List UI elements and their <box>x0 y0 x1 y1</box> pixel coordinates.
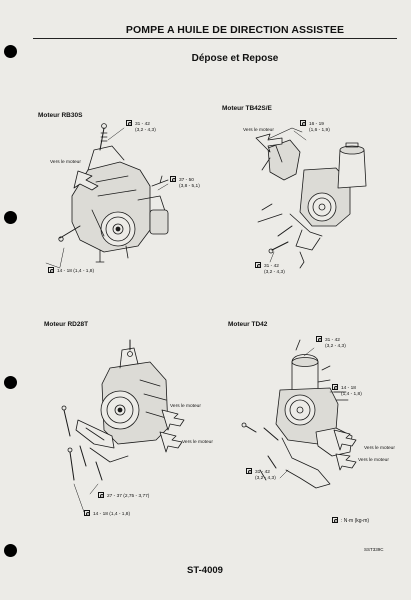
rd28t-direction-label-1: Vers le moteur <box>170 404 201 409</box>
td42-torque-2: 14 - 18 (1,4 - 1,8) <box>332 384 362 398</box>
page-title: POMPE A HUILE DE DIRECTION ASSISTEE <box>125 24 345 36</box>
torque-wrench-icon <box>332 517 339 524</box>
td42-direction-label-1: Vers le moteur <box>364 446 395 451</box>
rd28t-title: Moteur RD28T <box>44 321 89 328</box>
torque-legend: : N·m (kg-m) <box>332 517 369 524</box>
page-number: ST-4009 <box>187 565 223 576</box>
binder-hole <box>4 45 17 58</box>
rb30s-direction-label: Vers le moteur <box>50 160 81 165</box>
rb30s-torque-3: 14 - 18 (1,4 - 1,8) <box>48 267 94 275</box>
torque-wrench-icon <box>300 120 307 127</box>
binder-hole <box>4 211 17 224</box>
rd28t-torque-1: 27 - 37 (2,75 - 3,77) <box>98 492 149 500</box>
torque-wrench-icon <box>246 468 253 475</box>
torque-wrench-icon <box>255 262 262 269</box>
rb30s-torque-2: 37 - 50 (3,8 - 5,1) <box>170 176 200 190</box>
torque-wrench-icon <box>98 492 105 499</box>
binder-hole <box>4 544 17 557</box>
tb42s-pump-drawing <box>257 127 367 269</box>
binder-hole <box>4 376 17 389</box>
header-rule <box>33 38 397 39</box>
td42-torque-1: 31 - 42 (3,2 - 4,3) <box>316 336 346 350</box>
td42-torque-3: 31 - 42 (3,2 - 4,3) <box>246 468 276 482</box>
torque-wrench-icon <box>126 120 133 127</box>
tb42s-torque-1: 16 - 19 (1,6 - 1,9) <box>300 120 330 134</box>
rd28t-torque-2: 14 - 18 (1,4 - 1,8) <box>84 510 130 518</box>
rd28t-pump-drawing <box>61 339 169 481</box>
torque-wrench-icon <box>316 336 323 343</box>
td42-direction-label-2: Vers le moteur <box>358 458 389 463</box>
torque-wrench-icon <box>48 267 55 274</box>
figure-reference-code: SST339C <box>364 547 384 552</box>
td42-pump-drawing <box>241 339 353 489</box>
rb30s-title: Moteur RB30S <box>38 112 83 119</box>
tb42s-torque-2: 31 - 42 (3,2 - 4,3) <box>255 262 285 276</box>
tb42s-title: Moteur TB42S/E <box>222 105 272 112</box>
section-title: Dépose et Repose <box>191 53 279 64</box>
rd28t-direction-label-2: Vers le moteur <box>182 440 213 445</box>
rb30s-pump-drawing <box>58 123 169 263</box>
torque-wrench-icon <box>170 176 177 183</box>
td42-title: Moteur TD42 <box>228 321 268 328</box>
tb42s-direction-label: Vers le moteur <box>243 128 274 133</box>
torque-wrench-icon <box>332 384 339 391</box>
torque-wrench-icon <box>84 510 91 517</box>
rb30s-torque-1: 31 - 42 (3,2 - 4,3) <box>126 120 156 134</box>
